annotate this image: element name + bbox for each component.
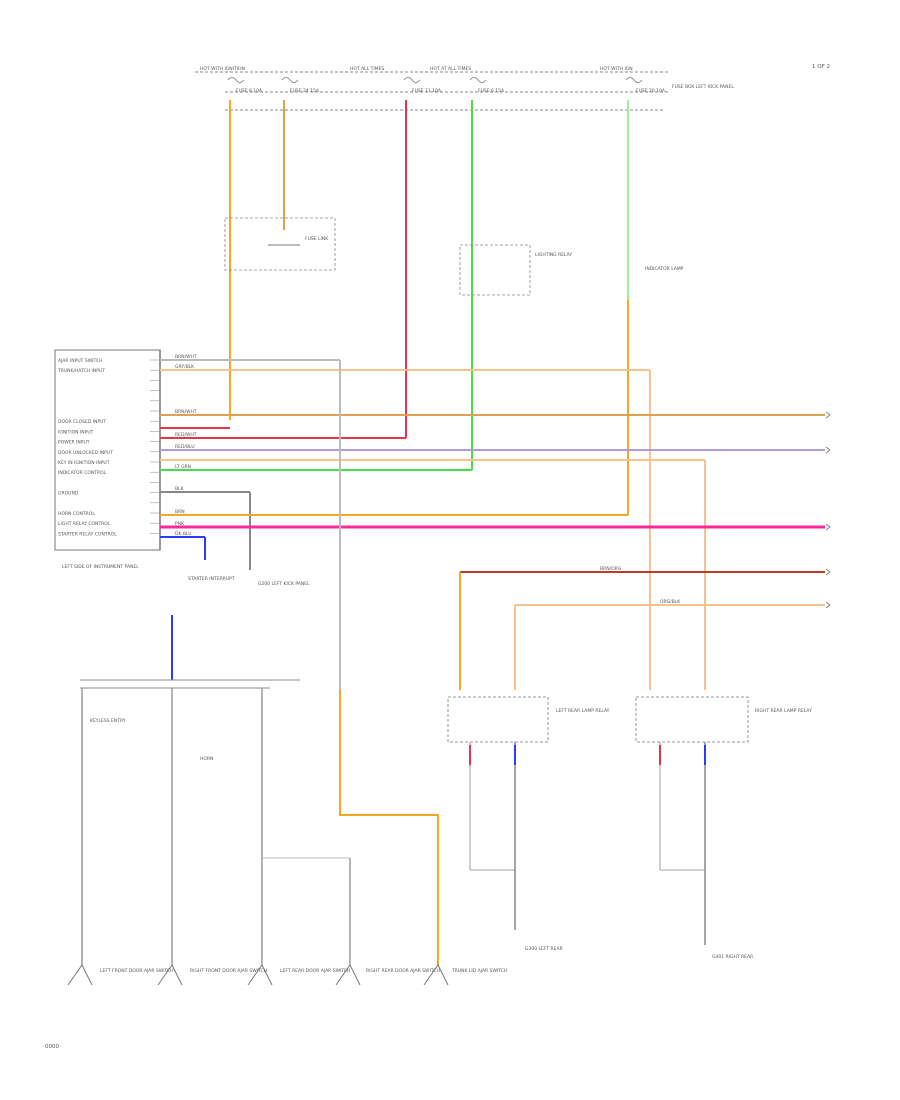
- module-pin-label: STARTER RELAY CONTROL: [58, 531, 117, 537]
- ground-g200-label: G200 LEFT KICK PANEL: [258, 581, 310, 587]
- wire-label-3: BRN/WHT: [175, 409, 197, 415]
- wire-label-7: LT GRN: [175, 464, 191, 470]
- wire-label-11: BRN/ORG: [600, 566, 622, 572]
- power-bus: HOT WITH IGNITION HOT ALL TIMES HOT AT A…: [195, 66, 734, 111]
- wire-label-9: BRN: [175, 509, 185, 515]
- bus-label-3: HOT AT ALL TIMES: [430, 66, 471, 72]
- module-pin-label: INDICATOR CONTROL: [58, 470, 107, 476]
- starter-interrupt-label: STARTER INTERRUPT: [188, 576, 235, 582]
- wire-label-8: BLK: [175, 486, 185, 492]
- wire-label-2: GRY/BLK: [175, 364, 195, 370]
- wire-label-10: PNK: [175, 521, 185, 527]
- page-reference: 1 OF 2: [812, 64, 830, 70]
- module-pin-label: IGNITION INPUT: [58, 429, 94, 435]
- module-pin-label: POWER INPUT: [58, 440, 90, 446]
- fuse-label-4: FUSE 6 15A: [478, 88, 505, 94]
- ground-g300-label: G300 LEFT REAR: [525, 946, 563, 952]
- wire-label-4: RED/WHT: [175, 432, 197, 438]
- lighting-relay-label: LIGHTING RELAY: [535, 252, 572, 258]
- keyless-label: KEYLESS ENTRY: [90, 718, 126, 724]
- wire-label-5: RED/BLU: [175, 444, 195, 450]
- module-pin-label: AJAR INPUT SWITCH: [58, 358, 103, 364]
- horizontal-wires: [160, 359, 825, 690]
- bus-label-1: HOT WITH IGNITION: [200, 66, 245, 72]
- door-switch-rf: RIGHT FRONT DOOR AJAR SWITCH: [190, 968, 267, 974]
- module-pin-label: GROUND: [58, 491, 79, 497]
- door-switch-lr: LEFT REAR DOOR AJAR SWITCH: [280, 968, 350, 974]
- horn-label: HORN: [200, 756, 213, 762]
- fuse-label-3: FUSE 11 10A: [412, 88, 442, 94]
- wire-labels: BRN/WHT GRY/BLK BRN/WHT RED/WHT RED/BLU …: [175, 354, 681, 605]
- module-pin-label: KEY IN IGNITION INPUT: [58, 460, 110, 466]
- module-notes: LEFT SIDE OF INSTRUMENT PANEL STARTER IN…: [62, 564, 310, 587]
- trunk-wire: [339, 690, 439, 965]
- relay-box-right: LIGHTING RELAY INDICATOR LAMP: [459, 244, 684, 296]
- door-switch-bus: KEYLESS ENTRY HORN: [80, 615, 351, 965]
- module-pin-label: HORN CONTROL: [58, 511, 95, 517]
- door-switches: [67, 964, 449, 986]
- trunk-switch: TRUNK LID AJAR SWITCH: [451, 968, 507, 974]
- fuse-box-note: FUSE BOX LEFT KICK PANEL: [672, 84, 734, 90]
- vertical-feed-wires: [229, 100, 629, 515]
- diagram-code: 0000: [45, 1044, 59, 1050]
- wire-label-1: BRN/WHT: [175, 354, 197, 360]
- relay-stubs: [469, 745, 706, 765]
- fuse-link-label: FUSE LINK: [305, 236, 329, 242]
- module-location: LEFT SIDE OF INSTRUMENT PANEL: [62, 564, 139, 570]
- left-relay-label: LEFT REAR LAMP RELAY: [556, 708, 610, 714]
- fuse-label-1: FUSE 8 10A: [236, 88, 263, 94]
- fuse-label-2: FUSE 24 15A: [290, 88, 320, 94]
- fuse-link-box: FUSE LINK: [224, 217, 336, 271]
- door-switch-rr: RIGHT REAR DOOR AJAR SWITCH: [366, 968, 440, 974]
- bus-label-4: HOT WITH IGN: [600, 66, 633, 72]
- indicator-label: INDICATOR LAMP: [645, 266, 684, 272]
- right-lamp-relay: [635, 696, 749, 945]
- wire-label-12: ORG/BLK: [660, 599, 681, 605]
- module-pin-labels: AJAR INPUT SWITCH TRUNK/HATCH INPUT DOOR C…: [57, 358, 160, 537]
- module-pin-label: DOOR CLOSED INPUT: [58, 419, 106, 425]
- module-pin-label: DOOR UNLOCKED INPUT: [58, 450, 113, 456]
- bus-label-2: HOT ALL TIMES: [350, 66, 384, 72]
- wire-label-6: DK BLU: [175, 531, 192, 537]
- module-pin-label: LIGHT RELAY CONTROL: [58, 521, 111, 527]
- left-lamp-relay: [447, 696, 549, 930]
- ground-g400-label: G401 RIGHT REAR: [712, 954, 753, 960]
- door-switch-lf: LEFT FRONT DOOR AJAR SWITCH: [100, 968, 174, 974]
- module-pin-label: TRUNK/HATCH INPUT: [57, 368, 105, 374]
- edge-connectors: [825, 411, 831, 609]
- fuse-label-5: FUSE 20 10A: [636, 88, 666, 94]
- right-relay-label: RIGHT REAR LAMP RELAY: [755, 708, 812, 714]
